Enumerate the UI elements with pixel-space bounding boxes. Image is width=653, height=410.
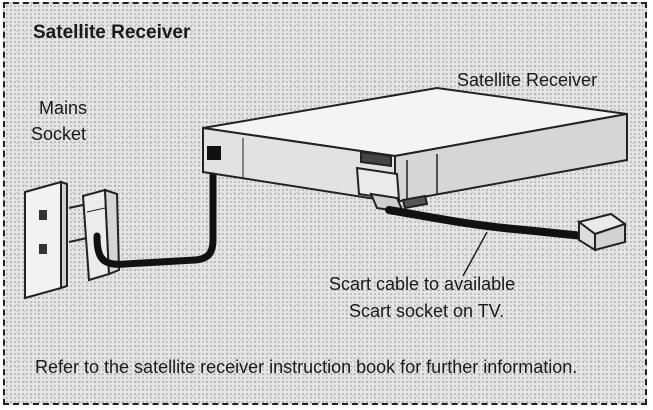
socket-label: Socket [31,124,87,144]
mains-cable [93,150,217,268]
scart-cable-label-line1: Scart cable to available [329,274,516,294]
scart-plug-tv-end [576,212,628,252]
satellite-receiver-illustration [202,86,628,210]
receiver-leader-line [462,231,488,277]
scart-cable [385,206,587,240]
mains-socket-illustration [24,180,88,300]
diagram-panel: Satellite Receiver Satellite Receiver Ma… [3,2,647,405]
connection-diagram [24,86,628,300]
diagram-title: Satellite Receiver [33,22,191,43]
footer-note: Refer to the satellite receiver instruct… [35,357,578,377]
scart-plug-receiver [355,166,405,214]
mains-label: Mains [39,98,88,118]
scart-cable-label-line2: Scart socket on TV. [349,301,505,321]
satellite-receiver-label: Satellite Receiver [457,70,598,90]
